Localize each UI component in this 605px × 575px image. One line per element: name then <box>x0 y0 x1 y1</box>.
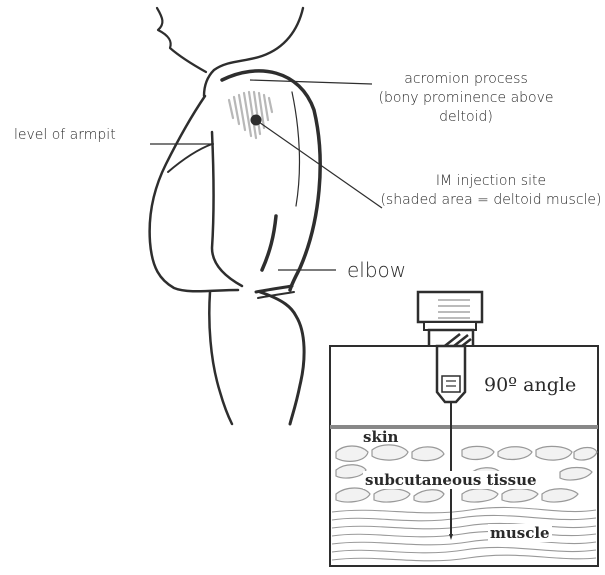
body-silhouette <box>150 8 321 424</box>
deltoid-shaded-area <box>229 92 272 138</box>
im-injection-label: IM injection site (shaded area = deltoid… <box>380 172 602 210</box>
elbow-label: elbow <box>347 258 406 282</box>
acromion-leader <box>250 80 372 84</box>
muscle-label: muscle <box>488 524 552 542</box>
injection-point <box>251 115 262 126</box>
armpit-label: level of armpit <box>14 126 116 145</box>
skin-label: skin <box>363 428 398 446</box>
angle-label: 90º angle <box>484 374 576 396</box>
subcutaneous-label: subcutaneous tissue <box>363 471 539 489</box>
acromion-label: acromion process (bony prominence above … <box>372 70 560 127</box>
